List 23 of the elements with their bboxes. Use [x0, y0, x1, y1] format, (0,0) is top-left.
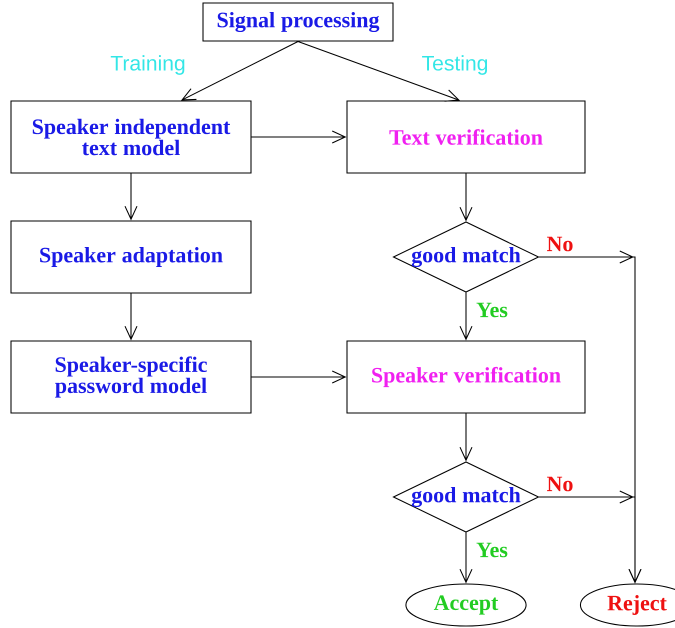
edge-label: No: [547, 476, 573, 492]
arrow: [124, 294, 138, 340]
process-box: Text verification: [346, 100, 586, 174]
edge-label: Training: [110, 55, 184, 75]
edge-label: Testing: [422, 55, 488, 75]
edge-label: No: [547, 236, 573, 252]
arrow: [252, 130, 346, 144]
arrow: [539, 490, 642, 584]
arrow: [460, 532, 472, 584]
process-box: Speaker adaptation: [10, 220, 252, 294]
arrow: [181, 41, 298, 100]
edge-label: Yes: [476, 302, 508, 318]
process-box: Speaker-specific password model: [10, 340, 252, 414]
process-box: Speaker verification: [346, 340, 586, 414]
edge-label: Yes: [476, 542, 508, 558]
arrow: [298, 41, 460, 102]
arrow: [460, 174, 472, 222]
title-box: Signal processing: [202, 2, 394, 42]
arrow: [460, 414, 472, 462]
process-box: Speaker independent text model: [10, 100, 252, 174]
arrow: [460, 292, 472, 340]
arrow: [252, 370, 346, 384]
arrow: [124, 174, 138, 220]
